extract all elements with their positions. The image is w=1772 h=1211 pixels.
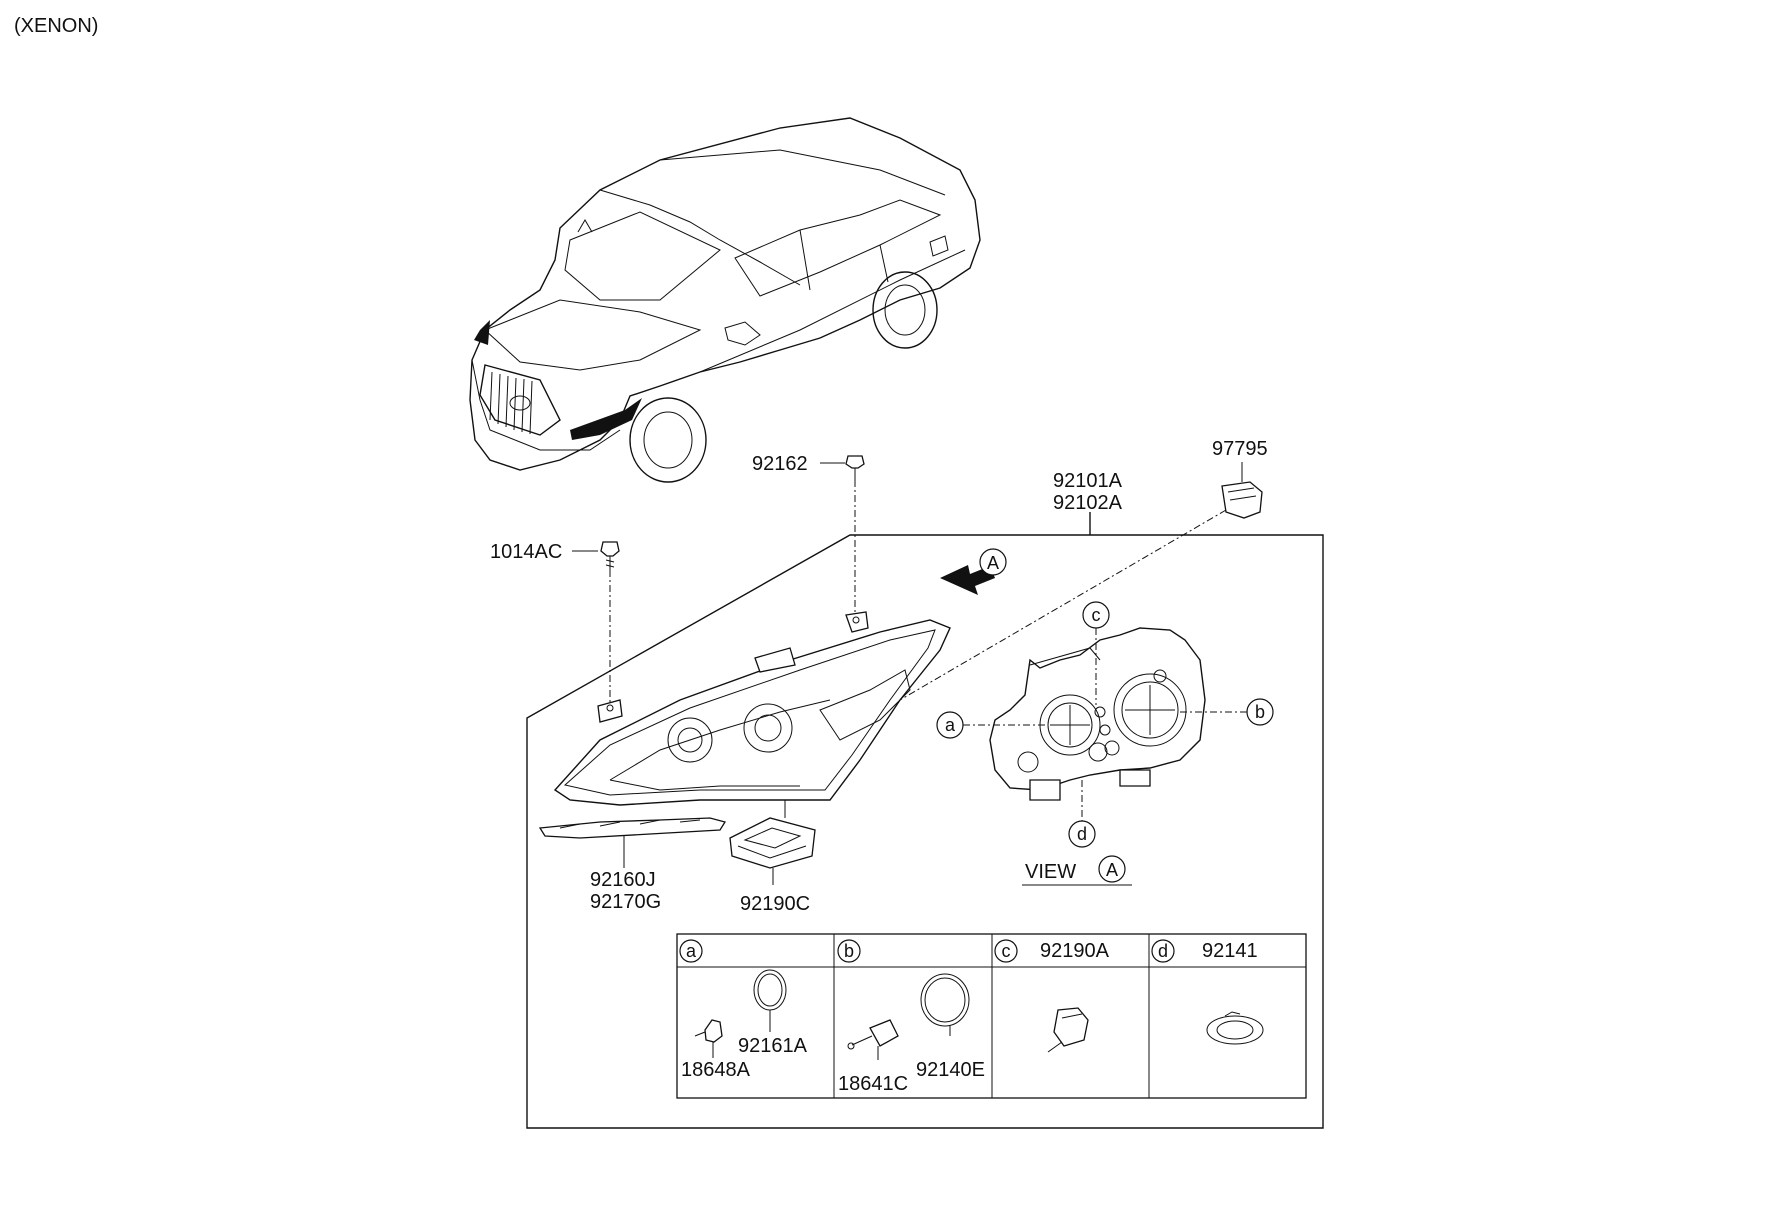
view-label: VIEW <box>1025 861 1076 883</box>
table-cell-d-part: 92141 <box>1202 940 1258 962</box>
part-92170G-label: 92170G <box>590 891 661 913</box>
part-92162-label: 92162 <box>752 453 808 475</box>
assembly-outline <box>526 534 1324 1129</box>
part-92161A-label: 92161A <box>738 1035 808 1057</box>
part-92102A-label: 92102A <box>1053 492 1123 514</box>
view-marker-circle <box>1098 855 1126 883</box>
socket-92141-icon <box>1206 1011 1264 1045</box>
cap-92140E-icon <box>920 973 970 1027</box>
part-97795-label: 97795 <box>1212 438 1268 460</box>
part-18648A-label: 18648A <box>681 1059 751 1081</box>
part-92140E-label: 92140E <box>916 1059 985 1081</box>
table-cell-c-part: 92190A <box>1040 940 1110 962</box>
callout-d: d <box>1077 824 1087 844</box>
drl-strip-icon <box>538 817 727 839</box>
table-cell-a-letter: a <box>686 941 697 961</box>
connector-icon <box>1221 481 1263 519</box>
bulb-18641C-icon <box>847 1019 899 1050</box>
view-marker: A <box>1106 860 1118 880</box>
view-arrow: A <box>940 548 1007 595</box>
part-92101A-label: 92101A <box>1053 470 1123 492</box>
table-cell-b-letter: b <box>844 941 854 961</box>
table-cell-d-letter: d <box>1158 941 1168 961</box>
car-illustration <box>469 117 981 483</box>
table-cell-c-letter: c <box>1002 941 1011 961</box>
callout-c: c <box>1092 605 1101 625</box>
igniter-92190A-icon <box>1047 1007 1089 1053</box>
part-1014AC-label: 1014AC <box>490 541 562 563</box>
parts-table: a b c 92190A d 92141 92161A 18648A <box>676 933 1307 1099</box>
part-92190C-label: 92190C <box>740 893 810 915</box>
arrow-marker: A <box>987 553 999 573</box>
bulb-18648A-icon <box>694 1019 723 1043</box>
part-18641C-label: 18641C <box>838 1073 908 1095</box>
bolt-icon <box>600 541 620 570</box>
callout-b: b <box>1255 702 1265 722</box>
clip-icon <box>845 455 865 480</box>
ring-92161A-icon <box>753 969 787 1011</box>
ballast-icon <box>729 817 816 869</box>
headlamp-assembly <box>553 611 951 806</box>
callout-a: a <box>945 715 956 735</box>
part-92160J-label: 92160J <box>590 869 656 891</box>
variant-label: (XENON) <box>14 15 98 37</box>
view-a-rear-drawing <box>989 627 1206 801</box>
